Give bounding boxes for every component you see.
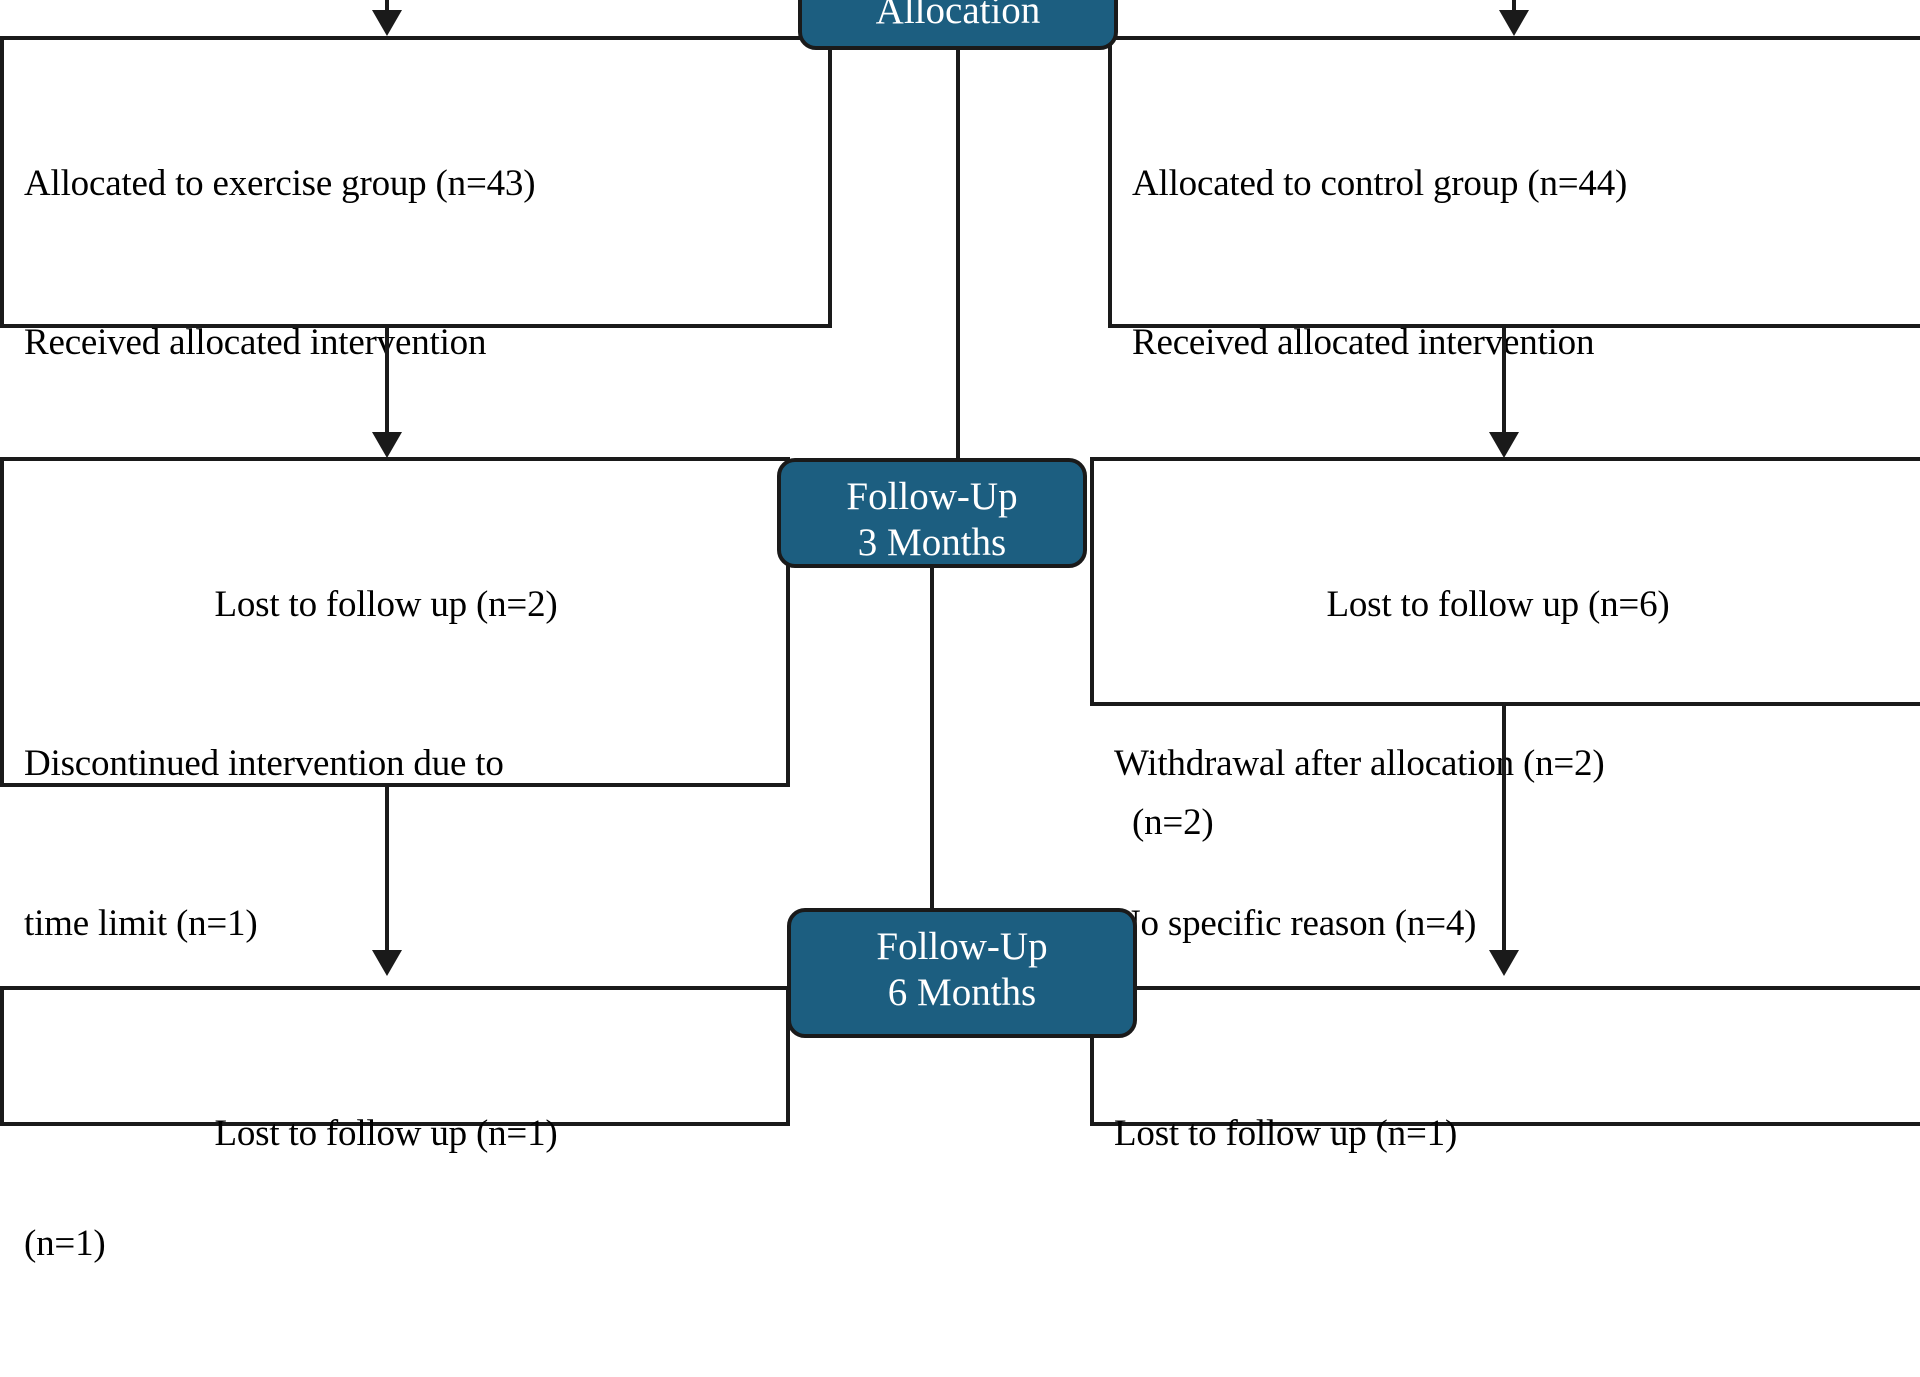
allocation-right-line-2: Received allocated intervention (1132, 322, 1595, 364)
arrowhead-to-control-allocation (1499, 10, 1529, 36)
exercise-group-allocation-text: Allocated to exercise group (n=43) Recei… (24, 50, 816, 636)
followup3-left-line-2: Discontinued intervention due to (24, 743, 504, 785)
allocation-left-line-2: Received allocated intervention (24, 322, 487, 364)
followup3-right-line-2: Withdrawal after allocation (n=2) (1114, 743, 1605, 785)
connector-line-exercise-allocation-to-followup3 (385, 328, 389, 438)
followup6-right-line-1: Lost to follow up (n=1) (1114, 1112, 1458, 1154)
exercise-group-allocation-box: Allocated to exercise group (n=43) Recei… (0, 36, 832, 523)
arrowhead-control-followup6 (1489, 950, 1519, 976)
connector-line-control-followup3-to-followup6 (1502, 706, 1506, 956)
exercise-group-followup-3-months-box: Lost to follow up (n=2) Discontinued int… (0, 457, 790, 1264)
arrowhead-to-exercise-allocation (372, 10, 402, 36)
arrowhead-exercise-followup6 (372, 950, 402, 976)
control-group-followup-6-months-box: Lost to follow up (n=1) (1090, 986, 1920, 1154)
connector-line-control-allocation-to-followup3 (1502, 328, 1506, 438)
connector-line-to-exercise-allocation (385, 0, 389, 16)
followup3-right-line-1: Lost to follow up (n=6) (1326, 583, 1670, 625)
allocation-right-line-1: Allocated to control group (n=44) (1132, 162, 1628, 204)
stage-badge-followup-3-months: Follow-Up 3 Months (777, 458, 1087, 568)
control-group-followup-3-months-box: Lost to follow up (n=6) Withdrawal after… (1090, 457, 1920, 944)
connector-line-to-control-allocation (1512, 0, 1516, 16)
stage-badge-followup-6-months: Follow-Up 6 Months (787, 908, 1137, 1038)
stage-spine-followup3-to-followup6 (930, 560, 934, 910)
allocation-right-line-5: (n=2) (1132, 801, 1214, 843)
arrowhead-control-followup3 (1489, 432, 1519, 458)
arrowhead-exercise-followup3 (372, 432, 402, 458)
exercise-group-followup-6-months-box: Lost to follow up (n=1) (0, 986, 790, 1154)
followup6-left-line-1: Lost to follow up (n=1) (214, 1112, 558, 1154)
stage-spine-allocation-to-followup3 (956, 50, 960, 460)
control-group-followup-6-months-text: Lost to follow up (n=1) (1114, 1000, 1908, 1266)
stage-badge-allocation: Allocation (798, 0, 1118, 50)
followup3-left-line-3: time limit (n=1) (24, 903, 258, 945)
followup3-right-line-3: No specific reason (n=4) (1114, 903, 1477, 945)
followup3-left-line-1: Lost to follow up (n=2) (214, 583, 558, 625)
control-group-followup-3-months-text: Lost to follow up (n=6) Withdrawal after… (1114, 471, 1908, 1057)
exercise-group-followup-6-months-text: Lost to follow up (n=1) (24, 1000, 774, 1266)
allocation-left-line-1: Allocated to exercise group (n=43) (24, 162, 536, 204)
consort-flow-diagram: Allocated to exercise group (n=43) Recei… (0, 0, 1920, 1264)
control-group-allocation-box: Allocated to control group (n=44) Receiv… (1108, 36, 1920, 843)
connector-line-exercise-followup3-to-followup6 (385, 787, 389, 955)
